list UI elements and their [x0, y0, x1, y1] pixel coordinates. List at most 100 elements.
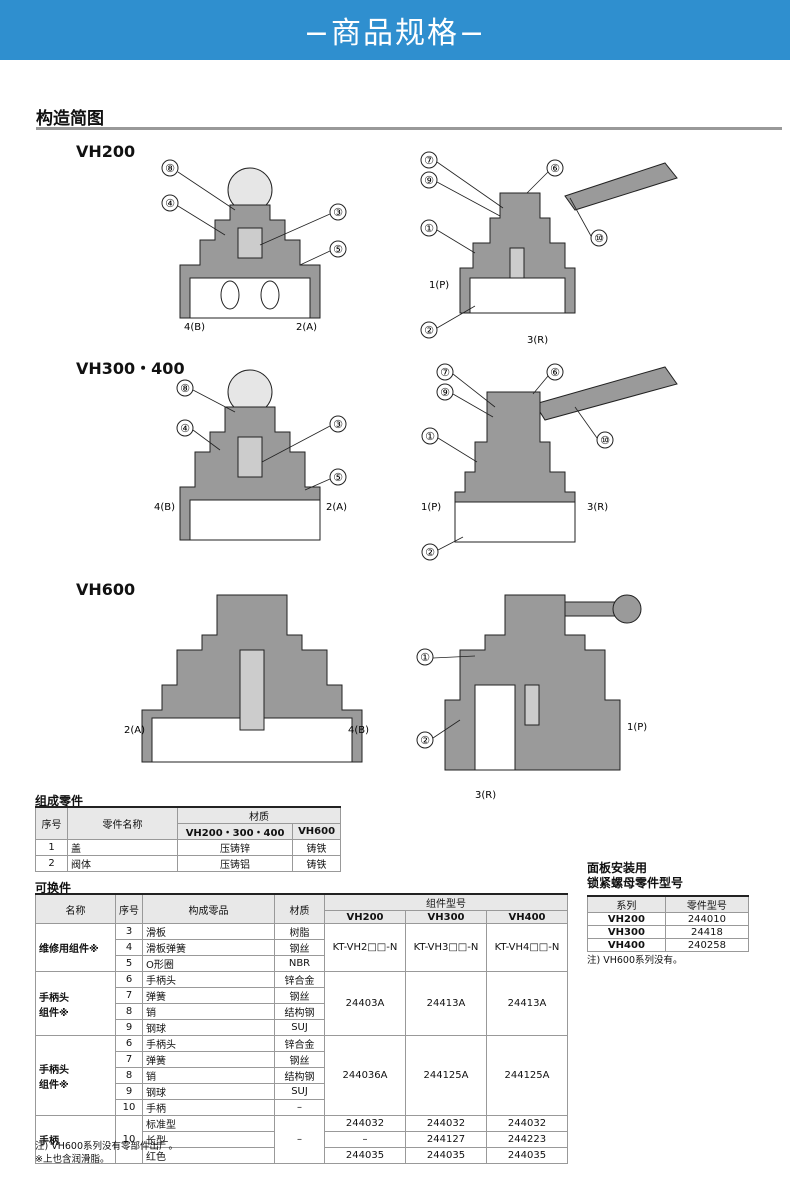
group-name-line: 组件※	[39, 1079, 69, 1091]
cell: 结构钢	[274, 1067, 325, 1084]
callout-8: ⑧	[180, 382, 190, 395]
callout-4: ④	[180, 422, 190, 435]
col-material: 材质	[177, 806, 341, 824]
cell: 弹簧	[142, 987, 275, 1004]
cell: 6	[115, 971, 143, 988]
locknut-title: 面板安装用 锁紧螺母零件型号	[587, 861, 683, 891]
col-mat-a: VH200・300・400	[176, 823, 294, 840]
cell: 树脂	[274, 923, 325, 940]
port-2a: 2(A)	[326, 502, 347, 513]
locknut-title-line: 面板安装用	[587, 861, 648, 875]
cell: 钢丝	[274, 987, 325, 1004]
cell: 244035	[324, 1147, 406, 1164]
cell: 244125A	[405, 1035, 487, 1116]
cell: 8	[115, 1003, 143, 1020]
callout-7: ⑦	[440, 366, 450, 379]
note-line: 注) VH600系列没有零部件出厂。	[35, 1141, 179, 1152]
callout-5: ⑤	[333, 243, 343, 256]
diagram-vh600-side: ① ② 1(P) 3(R)	[416, 594, 647, 801]
callout-1: ①	[425, 430, 435, 443]
components-table: 序号 零件名称 材质 VH200・300・400 VH600 1 盖 压铸锌 铸…	[35, 806, 341, 872]
components-title: 组成零件	[35, 794, 84, 808]
cell: KT-VH3□□-N	[405, 923, 487, 972]
diagram-vh200-front: ⑧ ④ ③ ⑤ 4(B) 2(A)	[161, 159, 347, 333]
note-line: ※上也含润滑脂。	[35, 1154, 110, 1165]
cell: 钢丝	[274, 939, 325, 956]
callout-8: ⑧	[165, 162, 175, 175]
callout-9: ⑨	[424, 174, 434, 187]
cell: 4	[115, 939, 143, 956]
cell: SUJ	[274, 1083, 325, 1100]
group-name: 手柄头组件※	[35, 971, 116, 1036]
callout-6: ⑥	[550, 366, 560, 379]
callout-6: ⑥	[550, 162, 560, 175]
diagram-vh200-side: ⑦ ⑨ ① ② ⑥ ⑩ 1(P) 3(R)	[420, 151, 678, 346]
port-1p: 1(P)	[429, 280, 449, 291]
cell: –	[324, 1131, 406, 1148]
cell: 滑板弹簧	[142, 939, 275, 956]
cell: 244032	[324, 1115, 406, 1132]
col-vh300: VH300	[405, 910, 487, 924]
col-part: 构成零品	[142, 893, 275, 924]
port-3r: 3(R)	[527, 335, 548, 346]
group-name: 手柄头组件※	[35, 1035, 116, 1116]
section-divider	[36, 127, 782, 130]
callout-10: ⑩	[600, 434, 610, 447]
cell: 锌合金	[274, 1035, 325, 1052]
cell: 结构钢	[274, 1003, 325, 1020]
cell: 244010	[664, 912, 750, 926]
group-name: 手柄	[35, 1115, 116, 1164]
locknut-title-line: 锁紧螺母零件型号	[587, 876, 684, 890]
col-name: 名称	[35, 893, 116, 924]
cell: 244032	[486, 1115, 568, 1132]
cell: 铸铁	[292, 839, 341, 856]
cell: 7	[115, 1051, 143, 1068]
cell: –	[274, 1115, 325, 1164]
cell: SUJ	[274, 1019, 325, 1036]
port-4b: 4(B)	[348, 725, 369, 736]
table-row: 10 手柄 –	[36, 1099, 568, 1116]
callout-4: ④	[165, 197, 175, 210]
cell: 手柄头	[142, 971, 275, 988]
diagram-vh300-side: ⑦ ⑨ ① ② ⑥ ⑩ 1(P) 3(R)	[421, 363, 678, 561]
callout-7: ⑦	[424, 154, 434, 167]
cell: KT-VH4□□-N	[486, 923, 568, 972]
cell: 10	[115, 1115, 143, 1164]
port-2a: 2(A)	[296, 322, 317, 333]
col-no: 序号	[35, 806, 68, 840]
cell: VH200	[587, 912, 666, 926]
col-kit: 组件型号	[324, 893, 568, 911]
callout-2: ②	[424, 324, 434, 337]
cell: 244032	[405, 1115, 487, 1132]
callout-2: ②	[425, 546, 435, 559]
callout-3: ③	[333, 206, 343, 219]
port-1p: 1(P)	[627, 722, 647, 733]
cell: 244125A	[486, 1035, 568, 1116]
port-1p: 1(P)	[421, 502, 441, 513]
group-name-line: 手柄头	[39, 1064, 69, 1076]
cell: 1	[35, 839, 68, 856]
cell: 24403A	[324, 971, 406, 1036]
cell: 弹簧	[142, 1051, 275, 1068]
cell: 24413A	[486, 971, 568, 1036]
banner-title: −商品规格−	[303, 16, 487, 51]
replace-title: 可换件	[35, 881, 72, 895]
cell: 钢球	[142, 1083, 275, 1100]
cell: 销	[142, 1003, 275, 1020]
group-name: 维修用组件※	[35, 923, 116, 972]
cell: 6	[115, 1035, 143, 1052]
cell: –	[274, 1099, 325, 1116]
replace-table: 名称 序号 构成零品 材质 组件型号 VH200 VH300 VH400 维修用…	[35, 893, 568, 1164]
diagram-vh300-front: ⑧ ④ ③ ⑤ 4(B) 2(A)	[154, 369, 347, 541]
cell: 钢丝	[274, 1051, 325, 1068]
table-row: 1 盖 压铸锌 铸铁	[35, 839, 341, 856]
cell: 红色	[142, 1147, 275, 1164]
section-title: 构造简图	[36, 109, 104, 129]
port-3r: 3(R)	[475, 790, 496, 801]
cell: 压铸铝	[176, 855, 294, 872]
model-label-vh200: VH200	[76, 142, 136, 161]
callout-3: ③	[333, 418, 343, 431]
cell: NBR	[274, 955, 325, 972]
cell: O形圈	[142, 955, 275, 972]
